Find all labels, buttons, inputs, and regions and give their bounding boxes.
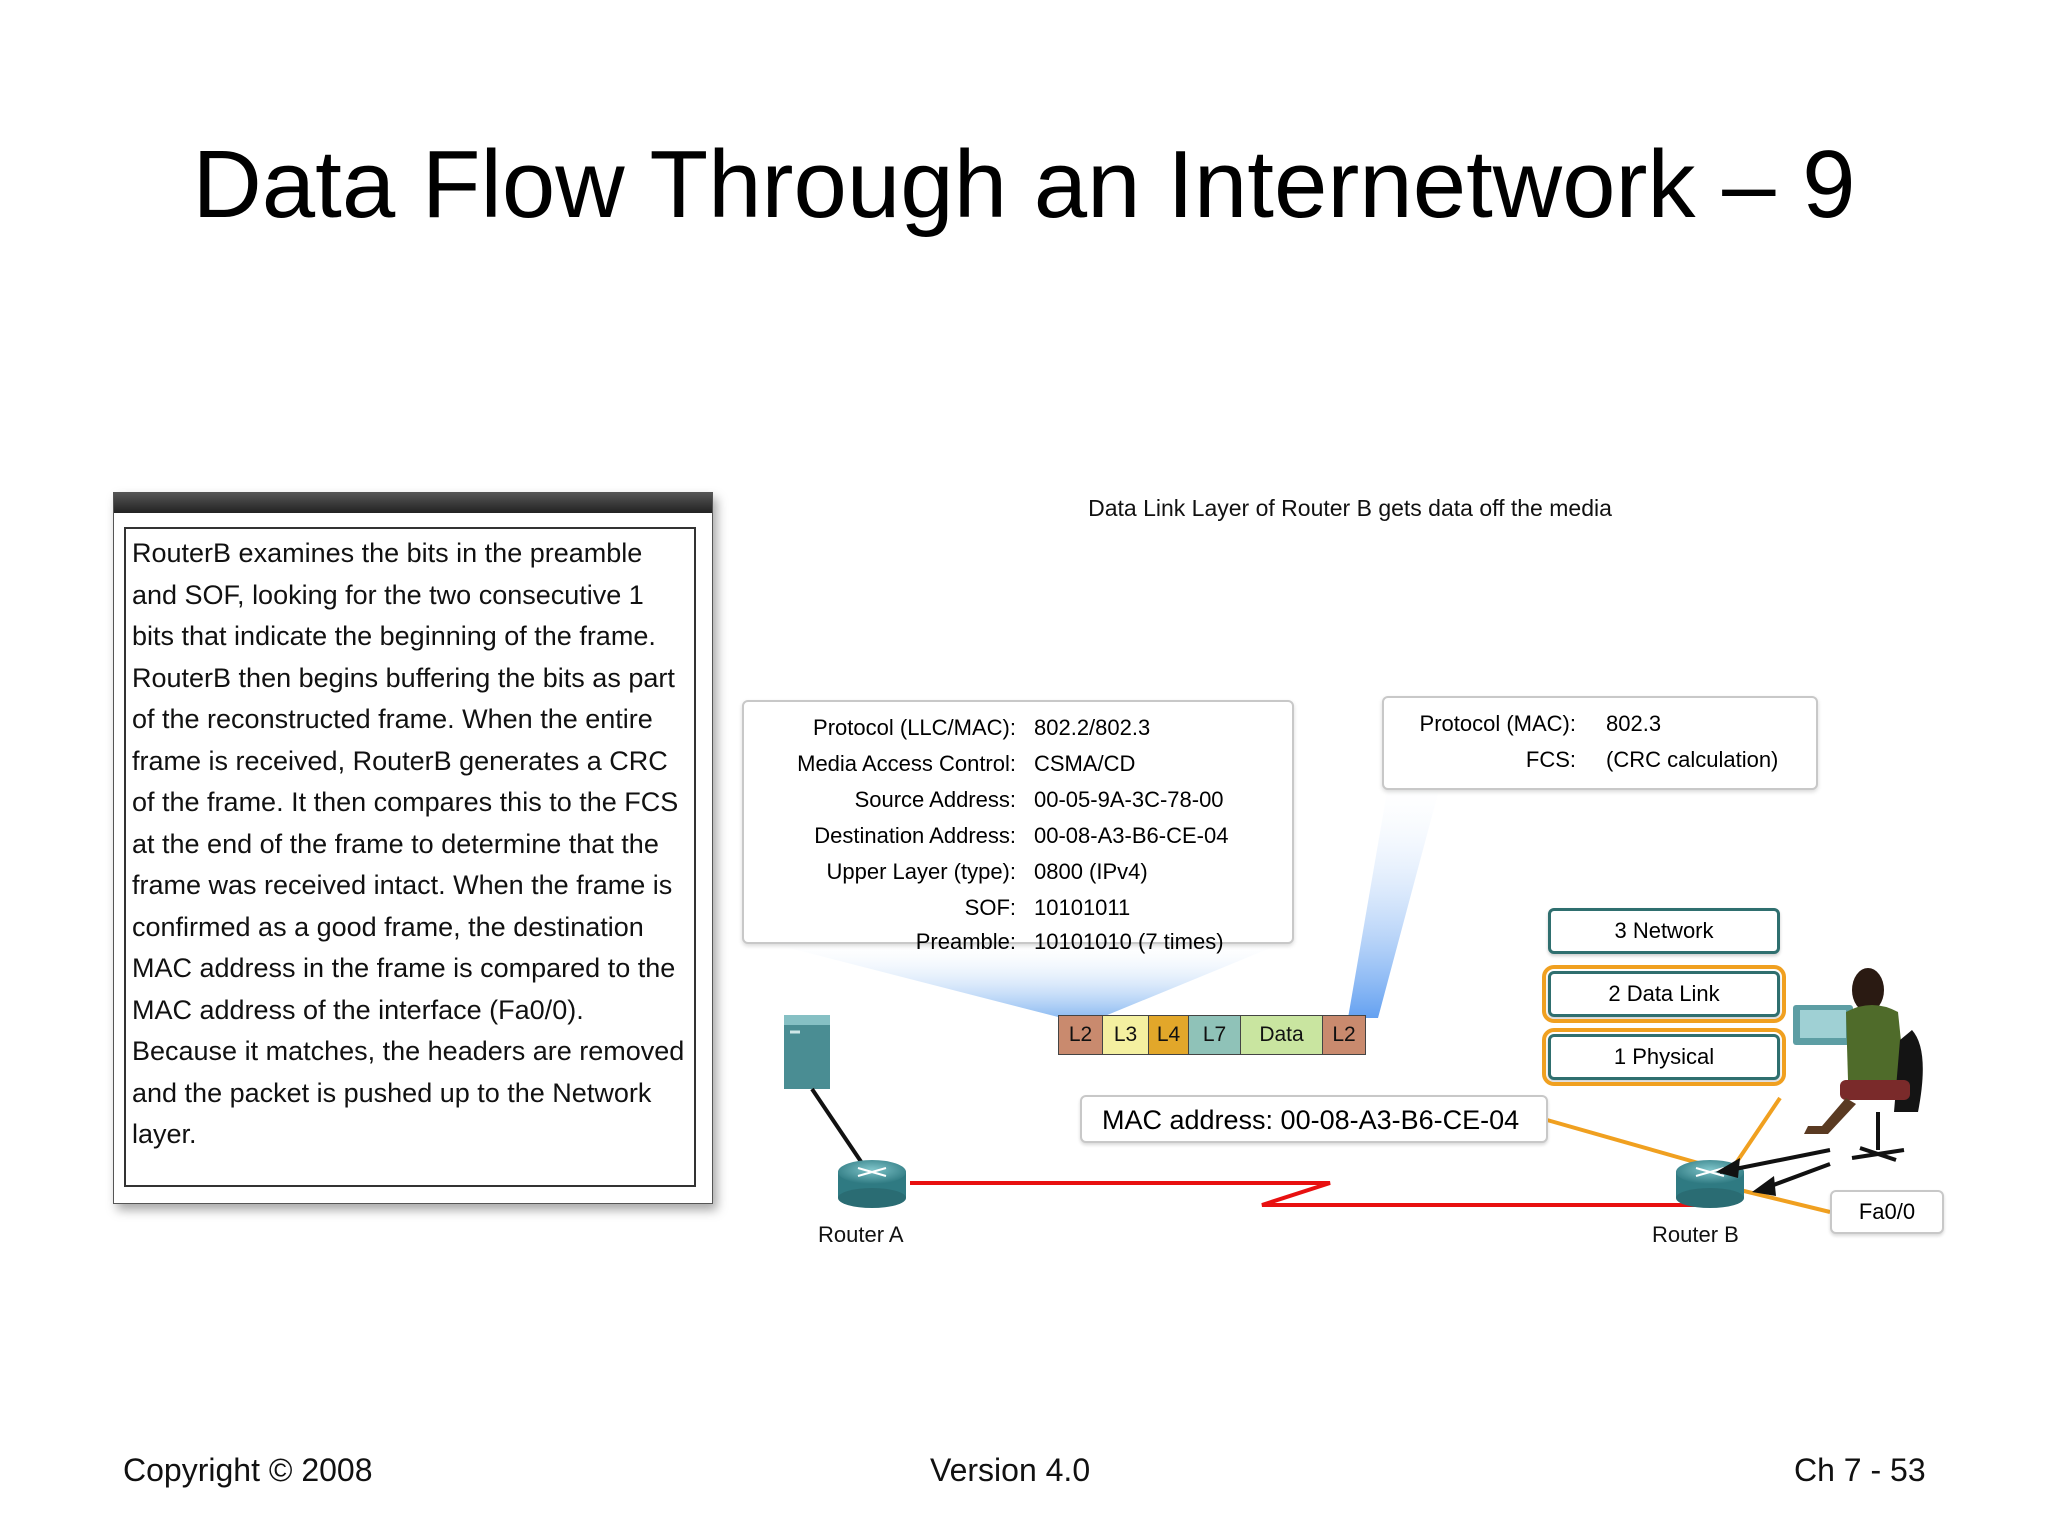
upper-layer-key: Upper Layer (type): xyxy=(826,859,1016,884)
interface-label: Fa0/0 xyxy=(1830,1190,1944,1234)
sof-key: SOF: xyxy=(964,895,1016,920)
description-line: confirmed as a good frame, the destinati… xyxy=(132,911,644,942)
upper-layer-value: 0800 (IPv4) xyxy=(1034,859,1148,884)
description-line: of the reconstructed frame. When the ent… xyxy=(132,704,653,734)
description-line: MAC address of the interface (Fa0/0). xyxy=(132,994,584,1025)
pdu-data: Data xyxy=(1241,1016,1323,1054)
server-icon xyxy=(784,1015,830,1089)
figure-caption: Data Link Layer of Router B gets data of… xyxy=(1088,495,1612,521)
trailer-beam xyxy=(1348,786,1440,1018)
source-address-key: Source Address: xyxy=(854,787,1016,812)
frame-header-info-box: Protocol (LLC/MAC): 802.2/802.3 Media Ac… xyxy=(742,700,1294,954)
footer-page-number: Ch 7 - 53 xyxy=(1794,1452,1926,1488)
protocol-mac-key: Protocol (MAC): xyxy=(1419,711,1576,736)
highlight-line xyxy=(1739,1188,1831,1214)
preamble-value: 10101010 (7 times) xyxy=(1034,929,1224,954)
footer-version: Version 4.0 xyxy=(930,1452,1091,1488)
preamble-key: Preamble: xyxy=(915,929,1016,954)
sof-value: 10101011 xyxy=(1034,895,1131,920)
protocol-llc-mac-key: Protocol (LLC/MAC): xyxy=(813,715,1016,740)
description-line: and SOF, looking for the two consecutive… xyxy=(132,579,644,610)
description-line: at the end of the frame to determine tha… xyxy=(132,828,659,859)
protocol-mac-value: 802.3 xyxy=(1606,711,1662,736)
description-line: layer. xyxy=(132,1119,197,1149)
mac-address-label: MAC address: 00-08-A3-B6-CE-04 xyxy=(1080,1095,1548,1143)
description-line: bits that indicate the beginning of the … xyxy=(132,621,656,651)
description-line: of the frame. It then compares this to t… xyxy=(132,787,679,817)
pdu-l7: L7 xyxy=(1189,1016,1241,1054)
media-access-control-key: Media Access Control: xyxy=(797,751,1016,776)
destination-address-key: Destination Address: xyxy=(814,823,1016,848)
layer-1-physical: 1 Physical xyxy=(1542,1028,1786,1086)
description-line: RouterB then begins buffering the bits a… xyxy=(132,662,675,693)
pdu-l4: L4 xyxy=(1149,1016,1189,1054)
pdu-l2-header: L2 xyxy=(1059,1016,1103,1054)
description-text: RouterB examines the bits in the preambl… xyxy=(124,527,696,1187)
panel-header-bar xyxy=(114,493,712,513)
footer-copyright: Copyright © 2008 xyxy=(123,1452,373,1488)
fcs-value: (CRC calculation) xyxy=(1606,747,1779,772)
media-access-control-value: CSMA/CD xyxy=(1034,751,1136,776)
description-line: RouterB examines the bits in the preambl… xyxy=(132,538,643,568)
router-b-label: Router B xyxy=(1652,1222,1739,1247)
slide-title: Data Flow Through an Internetwork – 9 xyxy=(192,131,1856,238)
pointer-arrows xyxy=(1716,1148,1831,1196)
serial-link xyxy=(910,1181,1700,1207)
description-line: MAC address in the frame is compared to … xyxy=(132,953,676,983)
router-a-icon xyxy=(838,1160,906,1208)
description-line: frame is received, RouterB generates a C… xyxy=(132,745,668,776)
description-panel: RouterB examines the bits in the preambl… xyxy=(113,492,713,1204)
description-line: and the packet is pushed up to the Netwo… xyxy=(132,1077,652,1108)
layer-2-data-link: 2 Data Link xyxy=(1542,965,1786,1023)
fcs-key: FCS: xyxy=(1525,747,1576,772)
protocol-llc-mac-value: 802.2/802.3 xyxy=(1034,715,1151,740)
header-beam xyxy=(758,940,1290,1018)
destination-address-value: 00-08-A3-B6-CE-04 xyxy=(1034,823,1229,848)
person-icon xyxy=(1793,968,1923,1162)
router-a-label: Router A xyxy=(818,1222,904,1247)
pdu-l2-trailer: L2 xyxy=(1323,1016,1365,1054)
description-line: frame was received intact. When the fram… xyxy=(132,870,673,900)
frame-pdu-strip: L2 L3 L4 L7 Data L2 xyxy=(1058,1015,1366,1055)
source-address-value: 00-05-9A-3C-78-00 xyxy=(1034,787,1224,812)
pdu-l3: L3 xyxy=(1103,1016,1149,1054)
frame-trailer-info-box: Protocol (MAC): 802.3 FCS: (CRC calculat… xyxy=(1382,696,1818,790)
server-cable xyxy=(810,1087,870,1174)
description-line: Because it matches, the headers are remo… xyxy=(132,1036,685,1066)
layer-3-network: 3 Network xyxy=(1548,908,1780,954)
